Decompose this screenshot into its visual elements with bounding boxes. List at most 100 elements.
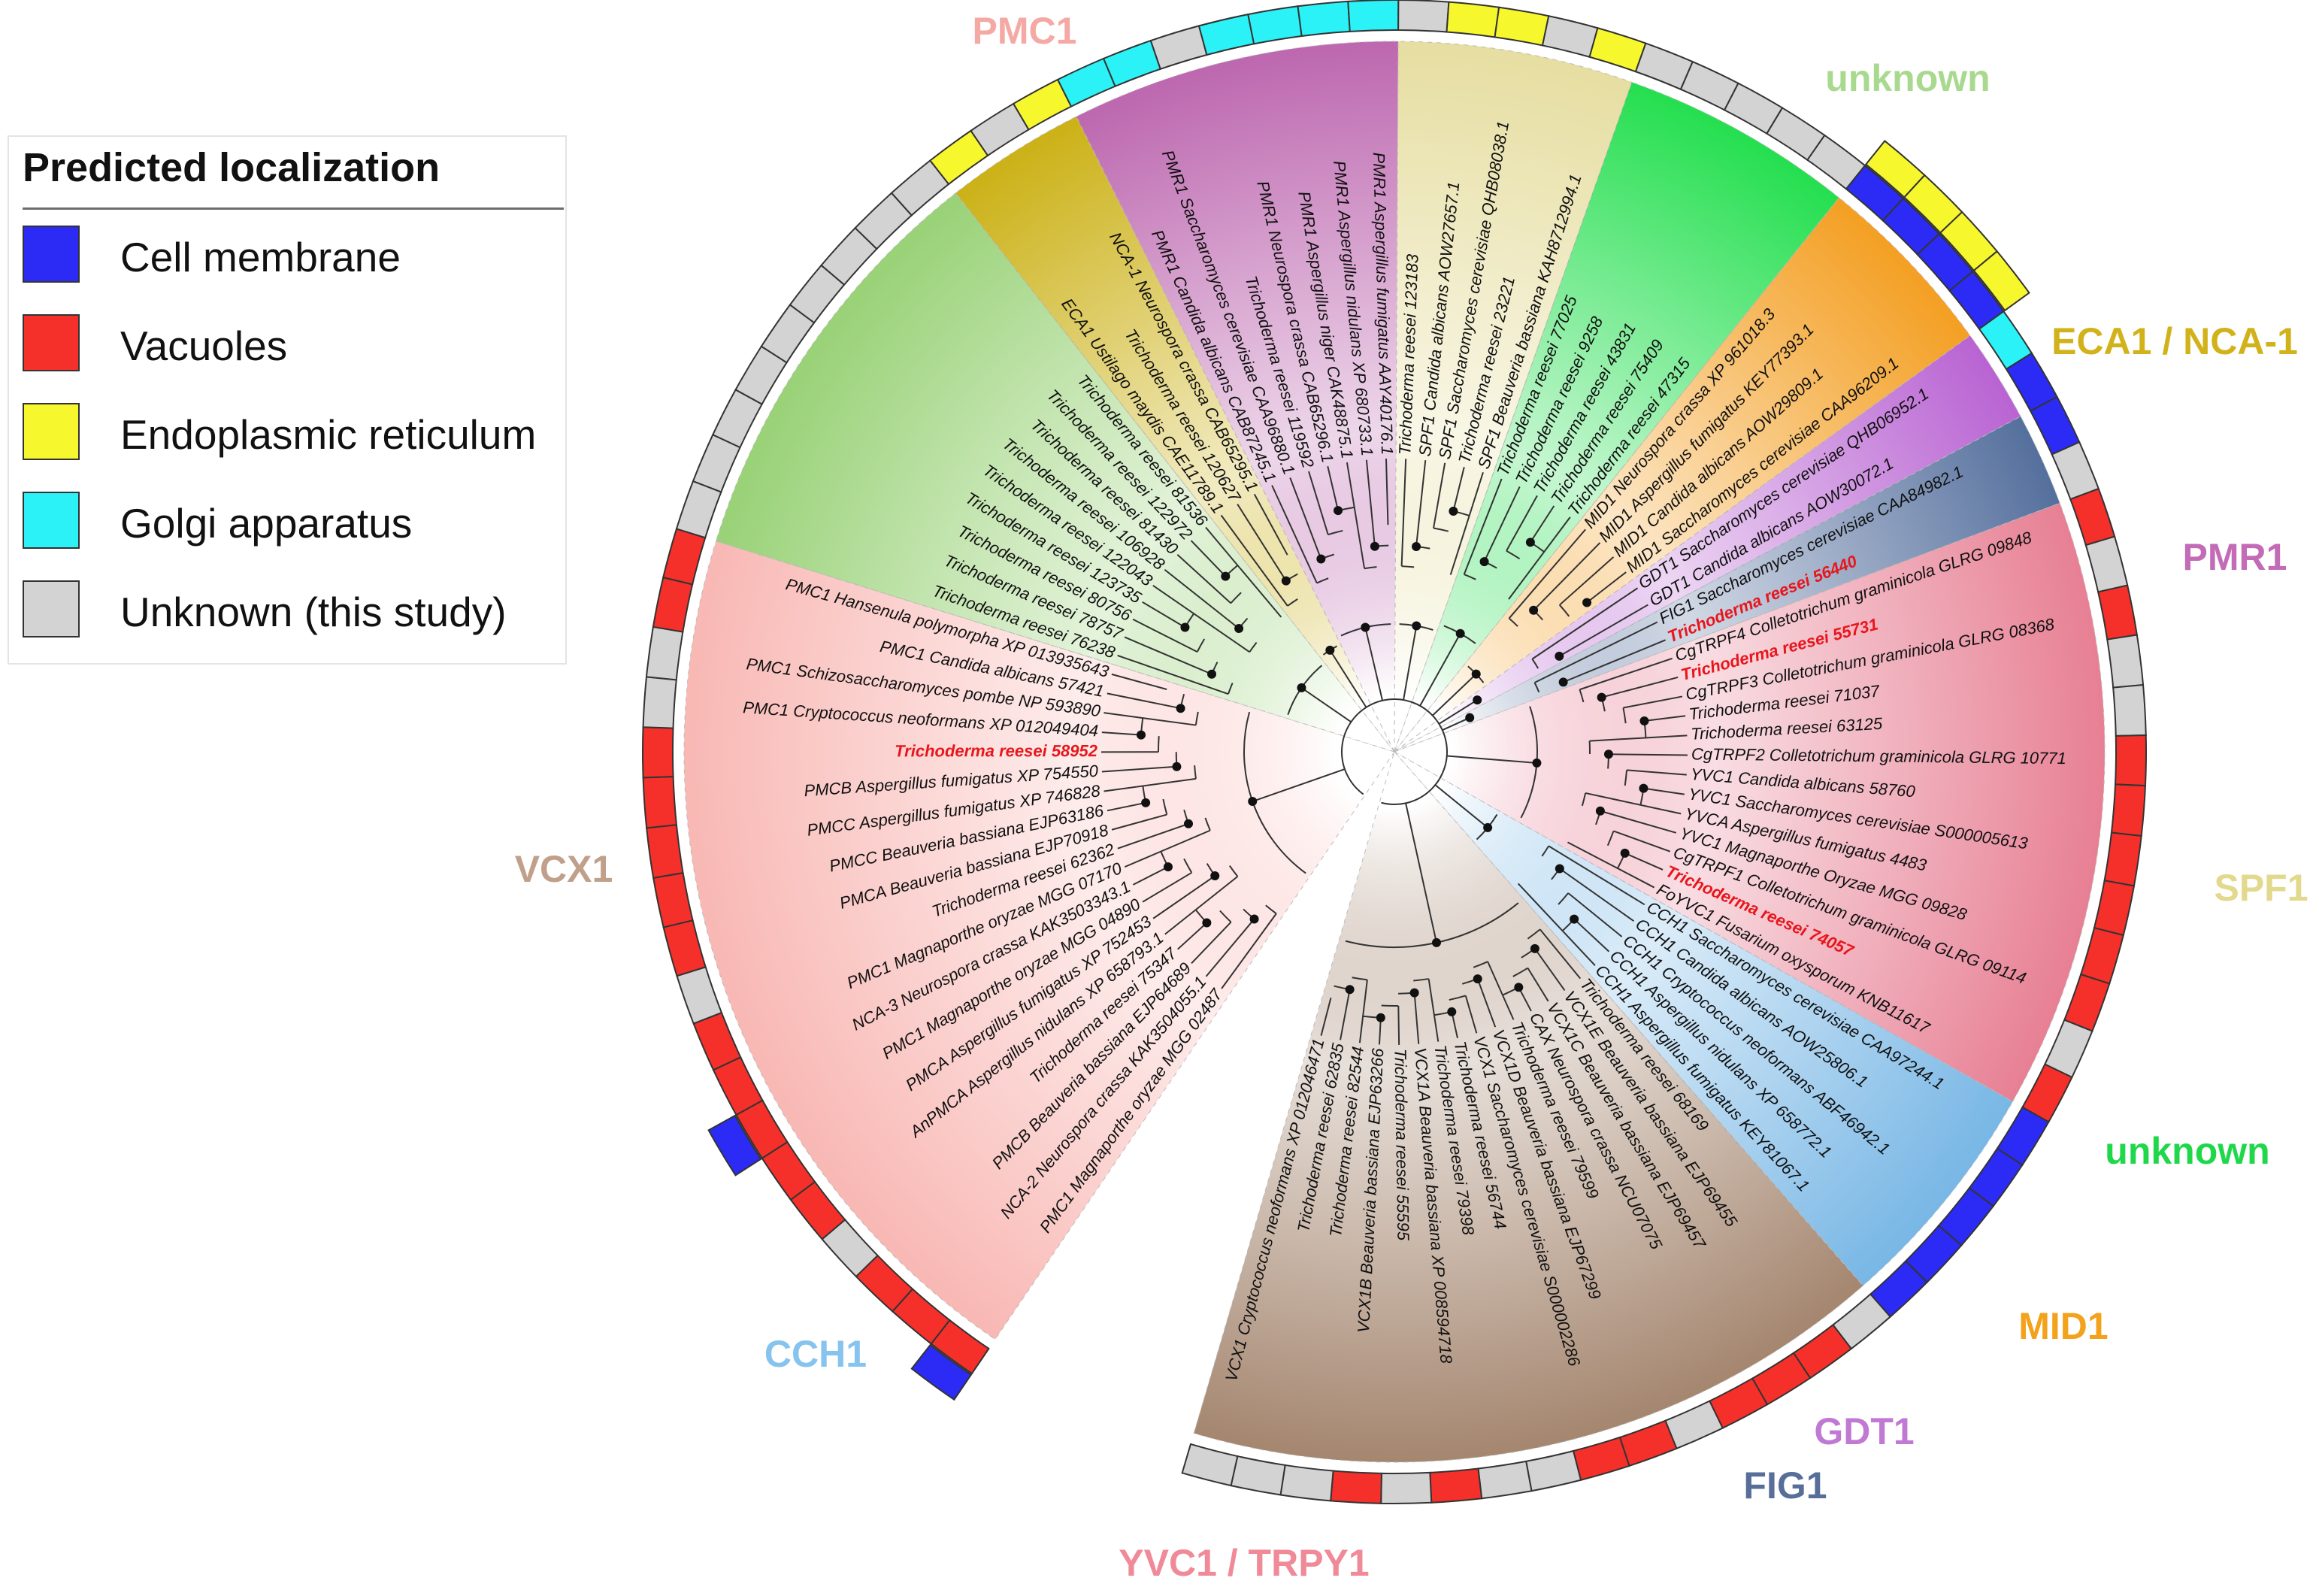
- branch: [1176, 554, 1232, 604]
- localization-box: [1572, 1436, 1630, 1481]
- branch: [1517, 883, 1596, 966]
- leaf-label: Trichoderma reesei 55595: [1391, 1049, 1412, 1241]
- branch: [1352, 977, 1368, 981]
- branch: [1204, 817, 1211, 831]
- clade-sector: [1394, 335, 2021, 753]
- localization-ring: [642, 0, 2147, 1504]
- legend-title: Predicted localization: [23, 145, 440, 190]
- clade-label: MID1: [2018, 1305, 2108, 1347]
- localization-box: [1494, 6, 1550, 47]
- branch: [1346, 462, 1366, 569]
- clade-sector: [1076, 41, 1399, 753]
- branch: [1403, 625, 1418, 701]
- clade-sector: [1394, 416, 2060, 753]
- branch: [1228, 683, 1234, 695]
- legend-item-unknown: Unknown (this study): [23, 580, 564, 641]
- branch: [1157, 736, 1160, 753]
- support-node: [1479, 557, 1489, 567]
- localization-box: [2106, 634, 2145, 689]
- support-node: [1473, 974, 1482, 984]
- branch: [1438, 699, 1478, 725]
- branch: [1483, 486, 1521, 562]
- branch: [1563, 639, 1666, 683]
- branch: [1534, 621, 1658, 683]
- localization-box: [2084, 535, 2129, 593]
- localization-box: [642, 726, 674, 779]
- localization-box: [1446, 1, 1500, 38]
- localization-box: [1102, 39, 1162, 88]
- localization-box-secondary: [1972, 250, 2030, 312]
- branch: [1271, 485, 1318, 583]
- branch: [1452, 466, 1465, 512]
- branch: [1219, 910, 1232, 923]
- support-node: [1409, 988, 1419, 998]
- support-node: [1471, 669, 1481, 679]
- localization-box: [2114, 734, 2147, 787]
- branch: [1600, 810, 1677, 834]
- branch: [1329, 650, 1367, 708]
- branch: [1573, 918, 1610, 952]
- branch: [1103, 712, 1196, 726]
- branch: [1308, 471, 1329, 535]
- branch: [1527, 928, 1541, 940]
- branch: [1107, 692, 1181, 710]
- branch: [1433, 462, 1446, 528]
- branch: [1152, 584, 1250, 653]
- clade-label: VCX1: [515, 848, 613, 890]
- legend: Predicted localization Cell membrane Vac…: [8, 135, 567, 665]
- branch: [1252, 768, 1346, 802]
- branch: [1142, 871, 1192, 903]
- bootstrap-nodes: [1136, 506, 1649, 1022]
- clade-sector: [1394, 197, 1971, 753]
- branch: [1508, 516, 1571, 600]
- localization-box: [1230, 1455, 1286, 1496]
- branch: [1476, 978, 1497, 1028]
- branch: [1221, 913, 1277, 989]
- support-node: [1249, 914, 1259, 924]
- support-node: [1473, 695, 1482, 705]
- support-node: [1639, 716, 1649, 726]
- branch: [1300, 687, 1352, 723]
- legend-swatch: [23, 314, 80, 371]
- branch: [1103, 777, 1197, 792]
- branch: [1559, 556, 1615, 606]
- branch: [1117, 654, 1229, 695]
- branch: [1365, 459, 1376, 547]
- localization-box: [2112, 683, 2147, 737]
- branch: [1623, 695, 1683, 709]
- support-node: [1514, 983, 1524, 992]
- branch: [1265, 904, 1277, 915]
- branch: [1506, 495, 1538, 552]
- support-node: [1483, 822, 1493, 832]
- support-node: [1210, 871, 1220, 881]
- branch: [1364, 627, 1384, 701]
- localization-box: [1380, 1471, 1433, 1504]
- support-node: [1234, 624, 1244, 634]
- branch: [1449, 471, 1484, 575]
- localization-box-secondary: [910, 1343, 973, 1401]
- branch: [1177, 922, 1208, 950]
- branch: [1401, 565, 1415, 568]
- support-node: [1202, 918, 1212, 928]
- branch: [1533, 682, 1540, 693]
- branch: [1434, 784, 1488, 828]
- support-node: [1345, 985, 1355, 995]
- clade-label: PMC1: [973, 10, 1077, 52]
- legend-label: Vacuoles: [120, 323, 288, 369]
- branch: [1152, 875, 1216, 919]
- branch: [1164, 876, 1239, 935]
- branch: [1624, 852, 1664, 871]
- localization-box: [1618, 1419, 1678, 1467]
- legend-item-cell-membrane: Cell membrane: [23, 226, 564, 286]
- branch: [1527, 968, 1549, 1002]
- legend-swatch: [23, 580, 80, 637]
- support-node: [1555, 864, 1564, 874]
- branch: [1533, 542, 1601, 611]
- branch: [1405, 803, 1437, 943]
- branch: [1230, 592, 1242, 604]
- support-node: [1248, 797, 1258, 807]
- support-node: [1582, 598, 1592, 607]
- branch: [1358, 980, 1368, 1043]
- branch: [1101, 731, 1142, 736]
